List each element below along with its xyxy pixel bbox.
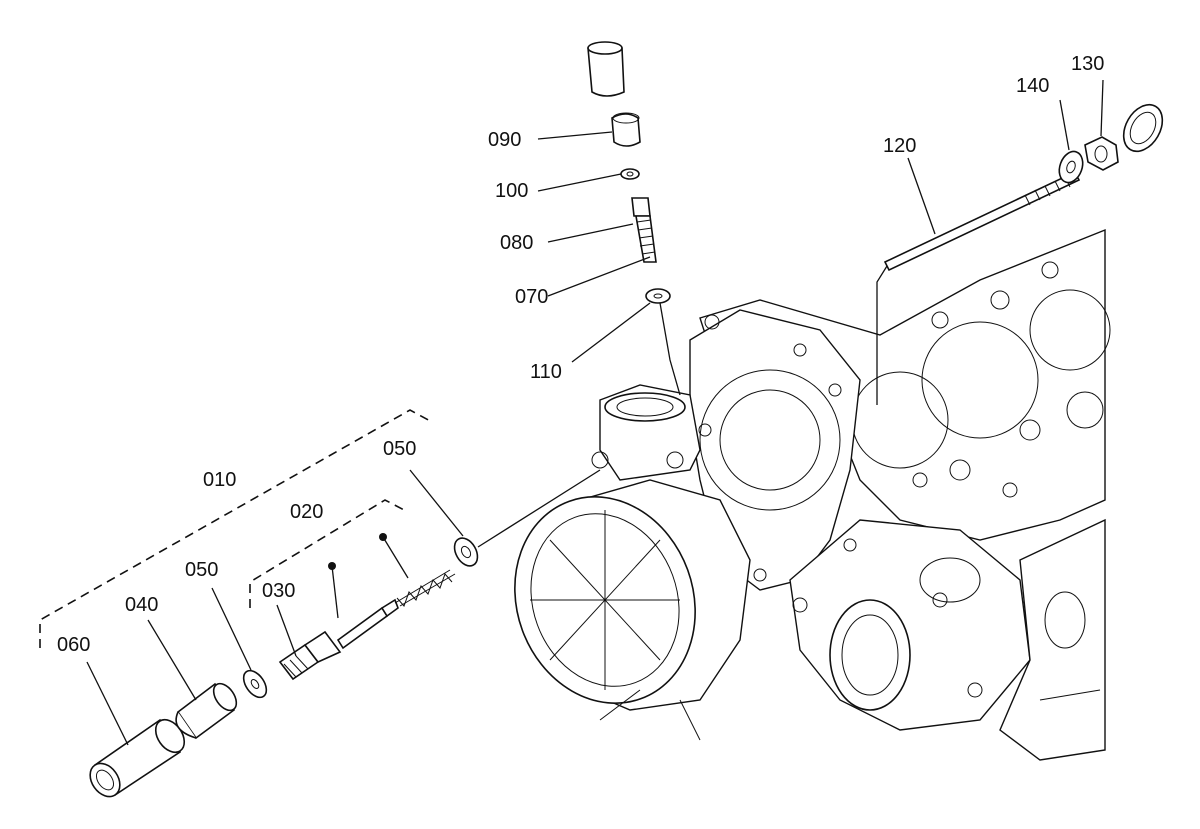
cap-nut-090 xyxy=(611,112,641,147)
label-010: 010 xyxy=(203,469,236,491)
label-070: 070 xyxy=(515,286,548,308)
label-050-right: 050 xyxy=(383,438,416,460)
top-cap xyxy=(587,41,625,97)
stud-120 xyxy=(876,170,1081,405)
part-labels: 090 100 080 070 110 120 140 130 050 010 … xyxy=(57,53,1104,656)
valve-080 xyxy=(631,197,657,263)
bracket-020 xyxy=(249,499,409,608)
spring-relief xyxy=(394,569,456,607)
assembly-line-left xyxy=(477,469,601,548)
bracket-010 xyxy=(39,409,433,648)
label-130: 130 xyxy=(1071,53,1104,75)
marker-dots xyxy=(328,533,409,619)
gasket-110 xyxy=(645,288,671,304)
label-060: 060 xyxy=(57,634,90,656)
cap-060 xyxy=(89,718,186,798)
label-090: 090 xyxy=(488,129,521,151)
washer-050-right xyxy=(453,537,479,567)
label-080: 080 xyxy=(500,232,533,254)
label-040: 040 xyxy=(125,594,158,616)
label-050-left: 050 xyxy=(185,559,218,581)
label-120: 120 xyxy=(883,135,916,157)
relief-valve-030 xyxy=(278,598,399,681)
assembly-line-top xyxy=(659,302,681,396)
washer-140 xyxy=(1058,150,1084,184)
label-020: 020 xyxy=(290,501,323,523)
label-110: 110 xyxy=(530,361,562,383)
label-030: 030 xyxy=(262,580,295,602)
leader-lines xyxy=(86,79,1104,746)
seal-ring xyxy=(1122,103,1164,153)
washer-050-left xyxy=(242,669,268,699)
cap-nut-040 xyxy=(175,682,238,740)
nut-130 xyxy=(1084,136,1119,171)
engine-block xyxy=(514,228,1111,761)
label-140: 140 xyxy=(1016,75,1049,97)
washer-100 xyxy=(620,168,640,180)
label-100: 100 xyxy=(495,180,528,202)
